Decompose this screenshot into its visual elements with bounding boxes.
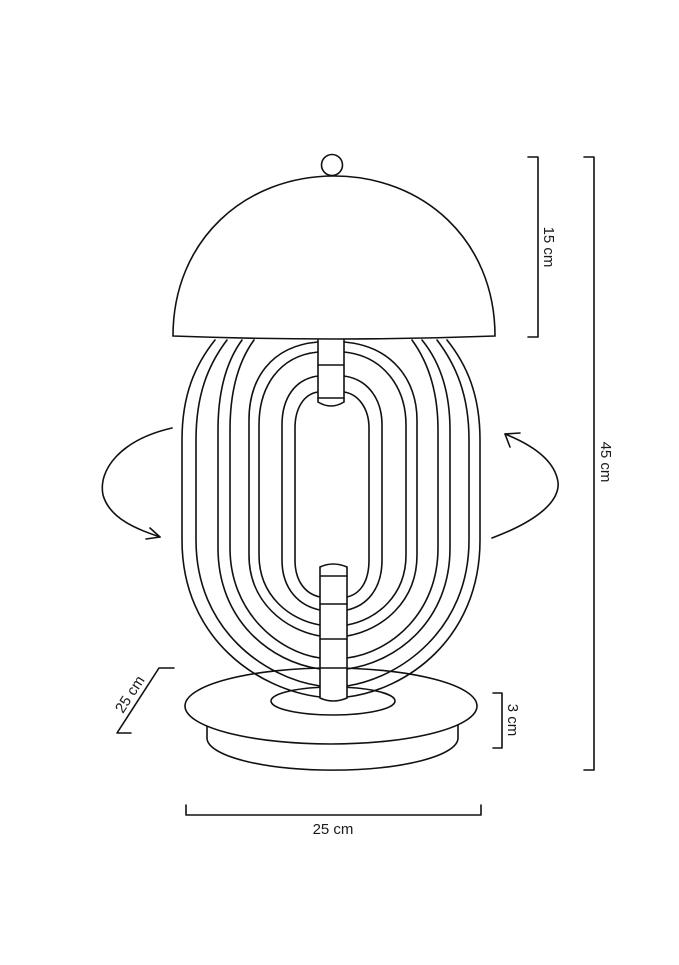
- ring-2: [195, 339, 321, 687]
- rotate-right-arrow-icon: [491, 432, 559, 539]
- dimension-label-25cm-width: 25 cm: [313, 821, 354, 838]
- oval-rings: [181, 339, 481, 698]
- knob: [320, 153, 344, 177]
- ring-8: [294, 391, 321, 598]
- ring-5: [248, 341, 321, 637]
- ring-1: [181, 339, 321, 698]
- dimension-base-height: 3 cm: [492, 692, 521, 749]
- dimension-total-height: 45 cm: [583, 156, 614, 771]
- dimension-base-depth: 25 cm: [112, 667, 175, 734]
- dimension-label-15cm: 15 cm: [540, 227, 557, 268]
- dimension-shade-height: 15 cm: [527, 156, 557, 338]
- upper-connector: [317, 337, 345, 407]
- ring-6: [258, 351, 321, 626]
- ring-4: [229, 339, 321, 659]
- ring-7: [281, 375, 321, 611]
- rotate-left-arrow-icon: [101, 427, 173, 540]
- dimension-label-45cm: 45 cm: [597, 442, 614, 483]
- dome-shade: [172, 153, 496, 340]
- dimension-label-3cm: 3 cm: [504, 704, 521, 737]
- dimension-base-width: 25 cm: [185, 804, 482, 838]
- lower-stem: [319, 563, 348, 702]
- ring-3: [217, 339, 321, 670]
- dimension-label-25cm-depth: 25 cm: [112, 673, 149, 717]
